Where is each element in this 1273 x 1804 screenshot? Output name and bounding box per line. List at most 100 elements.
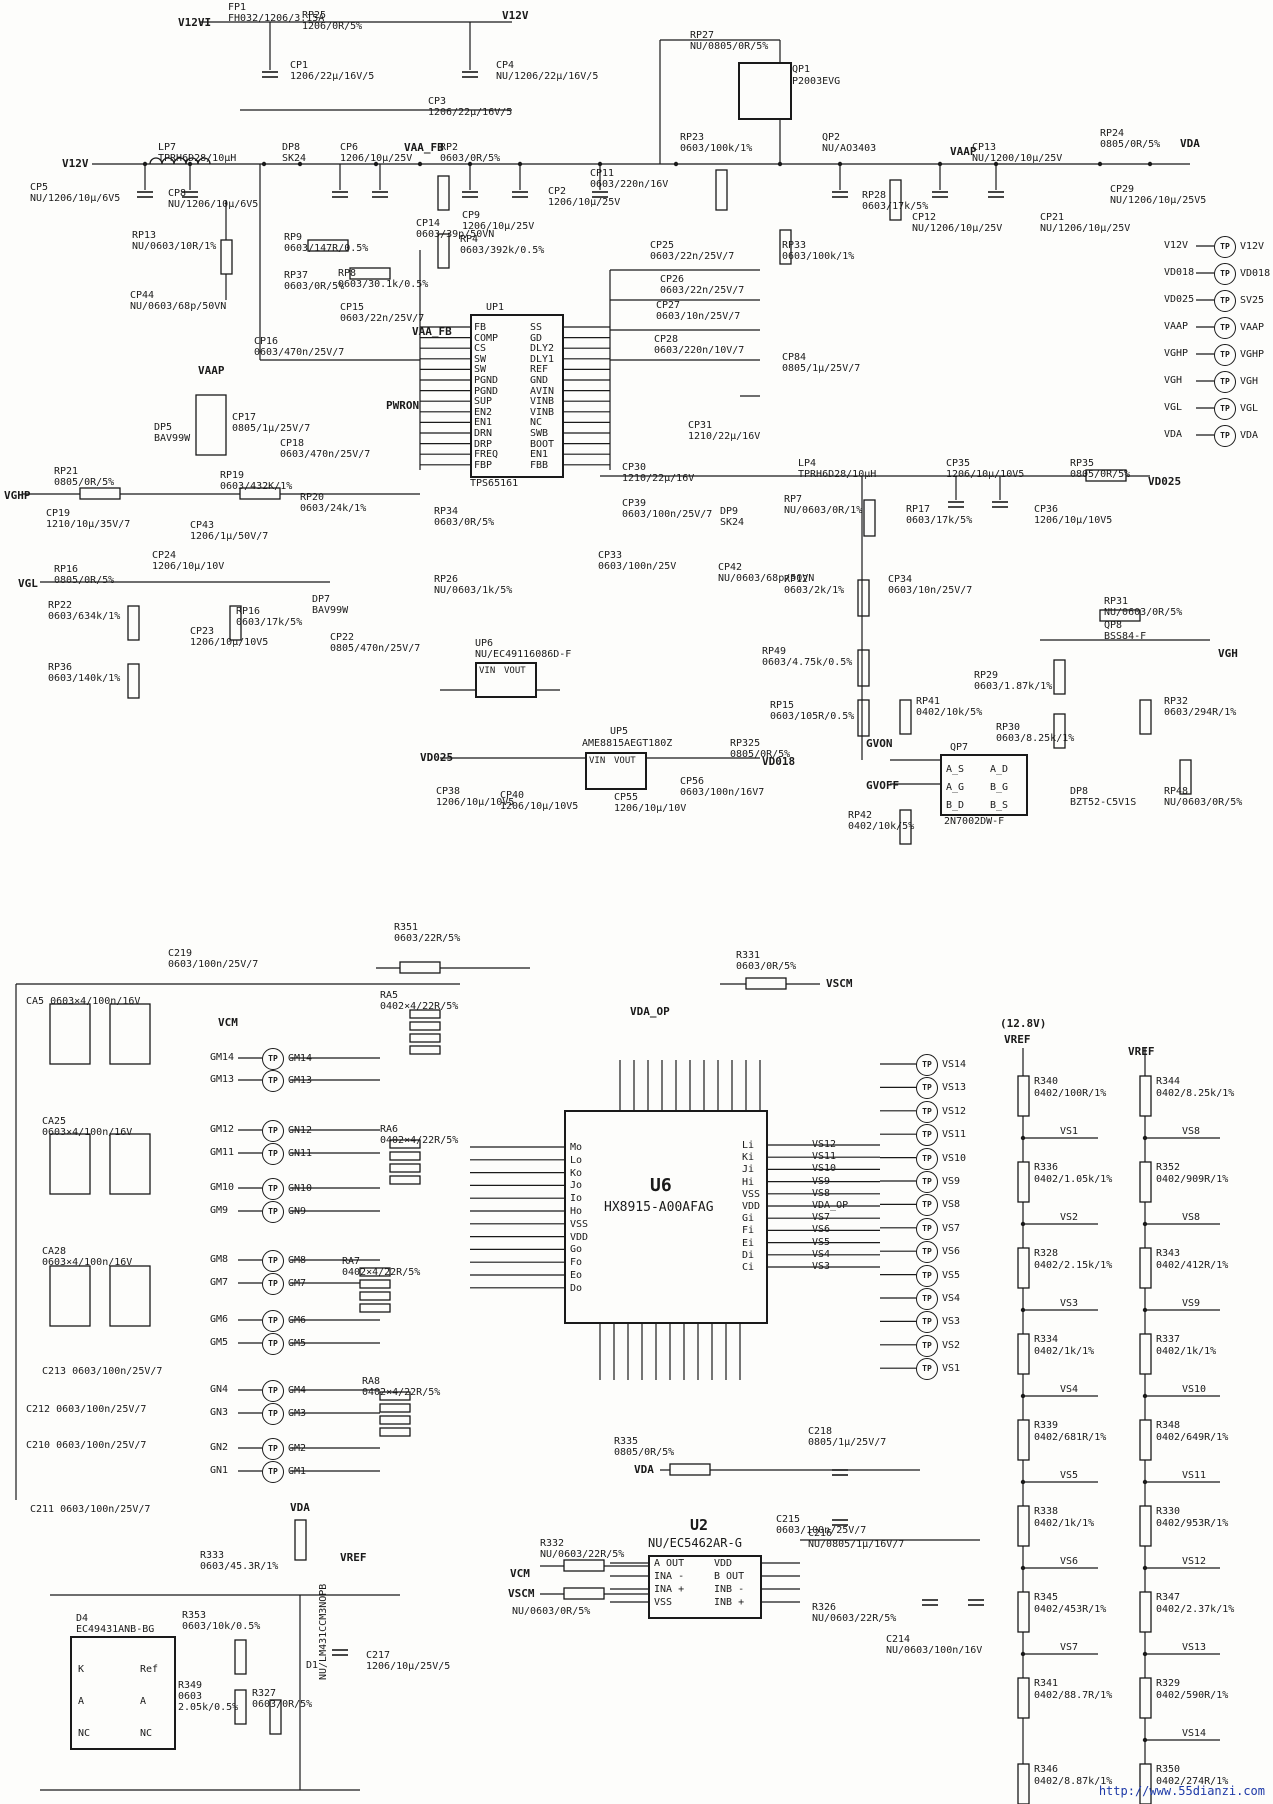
tp-pin-name: VGHP — [1164, 348, 1189, 359]
ladder-tap-label: VS6 — [1060, 1556, 1079, 1567]
u6-pin-right: Fi — [742, 1225, 755, 1237]
tp-sv25: TP — [1214, 290, 1236, 312]
rail-vgl: VGL — [18, 577, 38, 590]
resistor-array-element — [389, 1175, 421, 1185]
ladder-resistor — [1017, 1419, 1030, 1461]
d1-part: NU/LM431CCM3NOPB — [318, 1583, 329, 1680]
resistor-array-element — [409, 1009, 441, 1019]
u6-pin-left: Eo — [570, 1270, 583, 1281]
u6-pin-right: Ei — [742, 1237, 755, 1249]
tp-vgh-label: VGH — [1240, 376, 1259, 387]
tp-vs5: TP — [916, 1264, 938, 1287]
ladder-ref: R347 — [1156, 1592, 1181, 1603]
u2-part: NU/EC5462AR-G — [648, 1536, 742, 1550]
rail-gvoff: GVOFF — [866, 779, 900, 792]
ladder-tap-label: VS1 — [1060, 1126, 1079, 1137]
resistor-rp49 — [857, 649, 870, 687]
tp-vs3-label: VS3 — [942, 1316, 961, 1328]
gm-net-label: GM9 — [210, 1205, 229, 1216]
up1-pin-left: DRN — [474, 428, 493, 439]
ladder-ref: R339 — [1034, 1420, 1059, 1431]
ladder-tap-label: VS8 — [1182, 1126, 1201, 1137]
resistor-rp42 — [899, 809, 912, 845]
ladder-resistor — [1017, 1677, 1030, 1719]
u6-chip — [564, 1110, 768, 1324]
tp-gm5-label: GM5 — [288, 1338, 307, 1349]
junction-dot — [1020, 1221, 1026, 1227]
ladder-ref: R343 — [1156, 1248, 1181, 1259]
tp-gm14-label: GM14 — [288, 1053, 313, 1064]
tp-vda: TP — [1214, 425, 1236, 447]
ladder-tap-label: VS4 — [1060, 1384, 1079, 1395]
ladder-tap-label: VS13 — [1182, 1642, 1207, 1653]
part-c211: C211 0603/100n/25V/7 — [30, 1504, 151, 1515]
ladder-tap-label: VS3 — [1060, 1298, 1079, 1309]
tp-vaap-label: VAAP — [1240, 322, 1265, 333]
ladder-tap-label: VS8 — [1182, 1212, 1201, 1223]
ladder-tap-label: VS2 — [1060, 1212, 1079, 1223]
gm-net-label: GM12 — [210, 1124, 235, 1135]
qp7-pin: A_S — [946, 764, 965, 775]
resistor-r333 — [294, 1519, 307, 1561]
up1-pin-right: GD — [530, 332, 543, 344]
rail-vd018: VD018 — [762, 755, 796, 768]
d4-pin: NC — [140, 1728, 153, 1739]
resistor-rp15 — [857, 699, 870, 737]
ladder-value: 0402/88.7R/1% — [1034, 1690, 1113, 1701]
gm-net-label: GM6 — [210, 1314, 229, 1325]
inductor-coil — [197, 157, 211, 165]
rail-vd025-reg: VD025 — [420, 751, 454, 764]
u2-pin-right: INB + — [714, 1597, 745, 1608]
tp-v12v-label: V12V — [1240, 241, 1265, 252]
tp-vgl: TP — [1214, 398, 1236, 420]
ladder-ref: R329 — [1156, 1678, 1181, 1689]
tp-vs4: TP — [916, 1288, 938, 1310]
ladder-resistor — [1139, 1505, 1152, 1547]
tp-vs10-label: VS10 — [942, 1152, 967, 1164]
tp-gn10: TP — [262, 1178, 284, 1200]
u2-pin-left: VSS — [654, 1597, 673, 1608]
up1-pin-left: FREQ — [474, 449, 499, 461]
resistor-r351 — [399, 961, 441, 974]
ladder-resistor — [1139, 1161, 1152, 1203]
qp1-ref: QP1 — [792, 64, 811, 75]
up5-chip — [585, 752, 647, 790]
u6-net-right: VS3 — [812, 1261, 831, 1272]
tp-gn10-label: GN10 — [288, 1183, 313, 1194]
tp-gm4: TP — [262, 1380, 284, 1402]
resistor-rp33 — [779, 229, 792, 265]
resistor-rp48 — [1179, 759, 1192, 795]
qp7-pin: A_D — [990, 764, 1009, 775]
tp-pin-name: VDA — [1164, 429, 1183, 440]
junction-dot — [1020, 1479, 1026, 1485]
resistor-r353 — [234, 1639, 247, 1675]
d4-pin: A — [78, 1696, 85, 1707]
d4-part: EC49431ANB-BG — [76, 1624, 155, 1635]
u2-pin-left: INA - — [654, 1571, 685, 1582]
watermark: http://www.55dianzi.com — [1098, 1784, 1265, 1798]
tp-gm13: TP — [262, 1070, 284, 1092]
